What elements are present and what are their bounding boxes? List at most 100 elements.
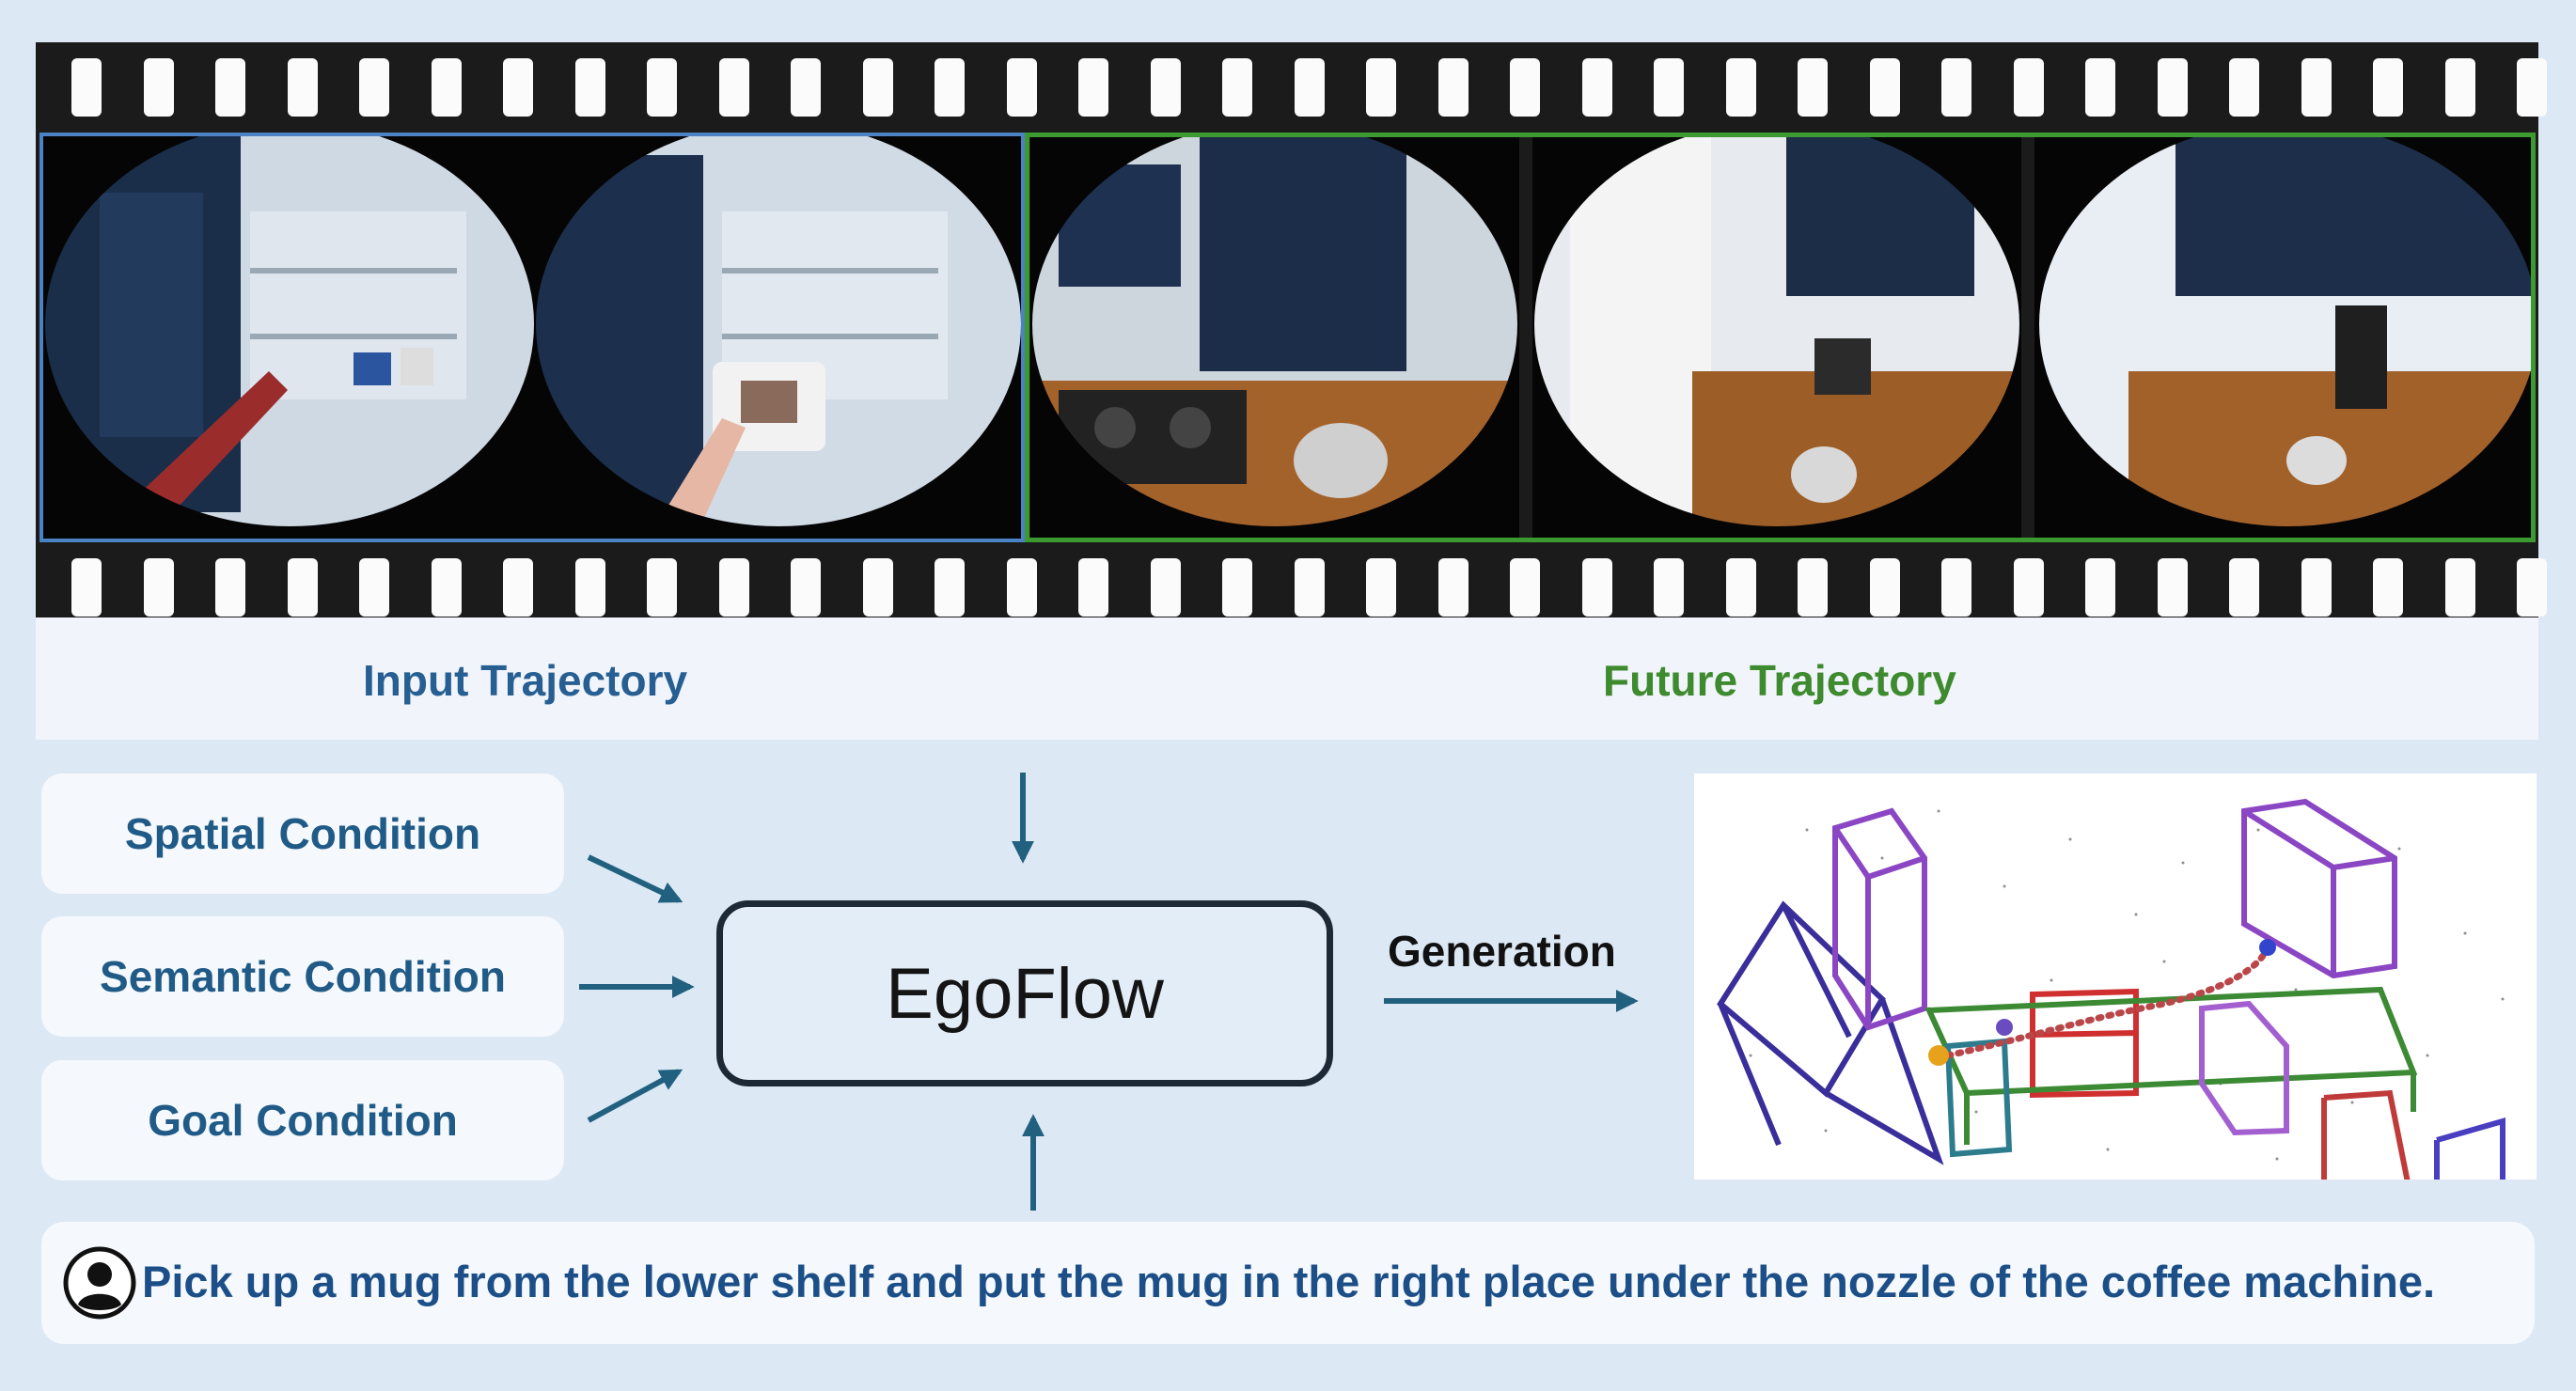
arrow-icon <box>587 854 683 903</box>
sprocket-row-bottom <box>36 542 2547 633</box>
sprocket-hole <box>2517 558 2547 617</box>
sprocket-hole <box>287 558 318 617</box>
sprocket-hole <box>1437 558 1469 617</box>
sprocket-hole <box>1222 58 1252 117</box>
user-icon <box>63 1246 136 1320</box>
sprocket-row-top <box>36 42 2547 133</box>
egoflow-label: EgoFlow <box>886 953 1164 1034</box>
sprocket-hole <box>1581 558 1612 617</box>
sprocket-hole <box>1798 558 1828 617</box>
sprocket-hole <box>215 558 245 617</box>
sprocket-hole <box>2013 558 2044 617</box>
egoflow-model-box: EgoFlow <box>716 900 1333 1086</box>
sprocket-hole <box>143 58 174 117</box>
goal-condition-box: Goal Condition <box>41 1060 564 1180</box>
sprocket-hole <box>431 558 462 617</box>
kitchen-fridge-photo <box>1532 136 2021 539</box>
sprocket-hole <box>2157 58 2188 117</box>
sprocket-hole <box>1150 558 1181 617</box>
sprocket-hole <box>1654 558 1684 617</box>
sprocket-hole <box>2444 558 2475 617</box>
sprocket-hole <box>1725 58 1756 117</box>
semantic-condition-label: Semantic Condition <box>100 952 506 1001</box>
sprocket-hole <box>647 558 677 617</box>
sprocket-hole <box>1654 58 1684 117</box>
sprocket-hole <box>647 58 677 117</box>
trajectory-label-band: Input Trajectory Future Trajectory <box>36 617 2538 740</box>
future-frame-3 <box>2034 136 2533 539</box>
film-strip <box>36 42 2547 617</box>
sprocket-hole <box>2013 58 2044 117</box>
sprocket-hole <box>1510 558 1540 617</box>
sprocket-hole <box>1294 58 1325 117</box>
sprocket-hole <box>2229 558 2259 617</box>
sprocket-hole <box>574 58 605 117</box>
input-trajectory-frame <box>39 133 1025 542</box>
sprocket-hole <box>2373 558 2403 617</box>
sprocket-hole <box>935 558 965 617</box>
sprocket-hole <box>2085 558 2115 617</box>
sprocket-hole <box>718 58 749 117</box>
generation-label: Generation <box>1388 927 1616 976</box>
goal-condition-label: Goal Condition <box>148 1096 458 1145</box>
sprocket-hole <box>1150 58 1181 117</box>
sprocket-hole <box>862 58 893 117</box>
sprocket-hole <box>718 558 749 617</box>
sprocket-hole <box>1941 558 1971 617</box>
sprocket-hole <box>287 58 318 117</box>
sprocket-hole <box>215 58 245 117</box>
sprocket-hole <box>2444 58 2475 117</box>
sprocket-hole <box>2085 58 2115 117</box>
input-frame-2 <box>534 136 1021 539</box>
sprocket-hole <box>1222 558 1252 617</box>
sprocket-hole <box>574 558 605 617</box>
arrow-icon <box>587 1069 683 1123</box>
spatial-condition-label: Spatial Condition <box>124 809 481 858</box>
sprocket-hole <box>359 58 389 117</box>
sprocket-hole <box>143 558 174 617</box>
sprocket-hole <box>1869 558 1900 617</box>
sprocket-hole <box>1941 58 1971 117</box>
sprocket-hole <box>862 558 893 617</box>
sprocket-hole <box>2517 58 2547 117</box>
sprocket-hole <box>1798 58 1828 117</box>
sprocket-hole <box>1437 58 1469 117</box>
spatial-condition-box: Spatial Condition <box>41 774 564 894</box>
kitchen-stove-photo <box>1030 136 1519 539</box>
sprocket-hole <box>1725 558 1756 617</box>
sprocket-hole <box>1510 58 1540 117</box>
future-trajectory-label: Future Trajectory <box>1603 656 1956 705</box>
sprocket-hole <box>1078 558 1108 617</box>
sprocket-hole <box>2157 558 2188 617</box>
kitchen-coffee-machine-photo <box>2034 136 2533 539</box>
sprocket-hole <box>791 58 821 117</box>
scene-bounding-boxes <box>1717 798 2505 1188</box>
sprocket-hole <box>71 558 102 617</box>
sprocket-hole <box>71 58 102 117</box>
sprocket-hole <box>2373 58 2403 117</box>
sprocket-hole <box>1006 558 1037 617</box>
kitchen-cabinet-mug-photo <box>534 136 1021 539</box>
sprocket-hole <box>1581 58 1612 117</box>
sprocket-hole <box>503 58 533 117</box>
sprocket-hole <box>431 58 462 117</box>
sprocket-hole <box>2301 558 2332 617</box>
sprocket-hole <box>1366 558 1396 617</box>
future-frame-1 <box>1030 136 1519 539</box>
sprocket-hole <box>1869 58 1900 117</box>
semantic-condition-box: Semantic Condition <box>41 916 564 1037</box>
input-frame-1 <box>43 136 534 539</box>
sprocket-hole <box>2301 58 2332 117</box>
sprocket-hole <box>503 558 533 617</box>
sprocket-hole <box>1294 558 1325 617</box>
sprocket-hole <box>2229 58 2259 117</box>
sprocket-hole <box>1006 58 1037 117</box>
instruction-bar: Pick up a mug from the lower shelf and p… <box>41 1222 2535 1344</box>
sprocket-hole <box>359 558 389 617</box>
kitchen-cabinet-photo <box>43 136 534 539</box>
sprocket-hole <box>1366 58 1396 117</box>
future-trajectory-frame <box>1025 133 2536 542</box>
sprocket-hole <box>791 558 821 617</box>
instruction-text: Pick up a mug from the lower shelf and p… <box>142 1257 2436 1306</box>
sprocket-hole <box>1078 58 1108 117</box>
